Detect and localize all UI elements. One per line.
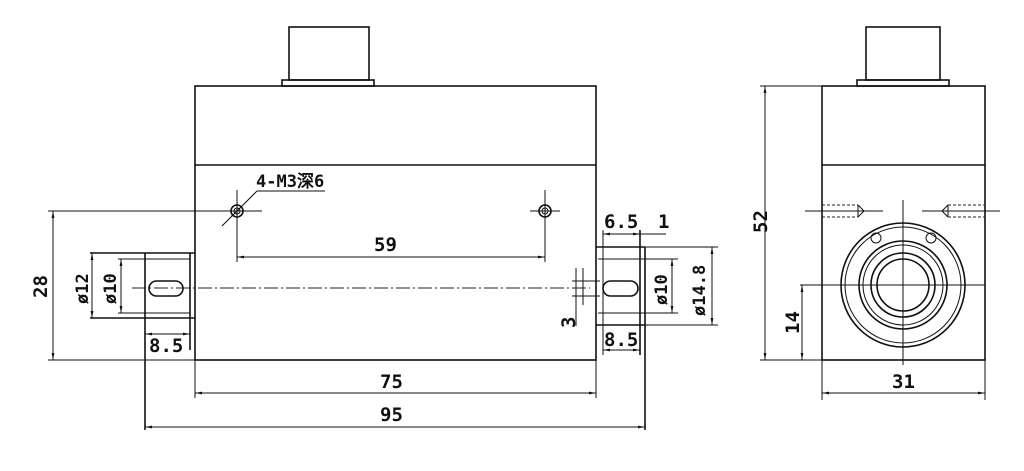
left-shaft	[90, 252, 195, 430]
side-connector	[865, 26, 941, 81]
dim-overall-length: 95	[380, 404, 403, 426]
mounting-hole-right	[530, 190, 560, 262]
threaded-hole-left	[805, 204, 883, 218]
front-view: 4-M3深6 59 28 ø12 ø10 8.5	[30, 26, 718, 430]
dim-left-shaft-length: 8.5	[149, 335, 183, 357]
dim-right-shaft-outer: ø14.8	[690, 265, 710, 316]
dim-hole-spacing: 59	[374, 234, 397, 256]
right-shaft	[596, 230, 718, 430]
dim-right-offset: 1	[658, 211, 669, 233]
shaft-flange-end-view	[800, 200, 985, 365]
dim-left-shaft-outer: ø12	[73, 273, 93, 304]
connector	[288, 26, 370, 81]
threaded-hole-right	[922, 204, 1000, 218]
dim-side-height: 52	[750, 210, 772, 233]
thread-leader	[221, 190, 258, 227]
dim-side-width: 31	[892, 371, 915, 393]
dim-height-28: 28	[30, 275, 52, 298]
thread-note: 4-M3深6	[256, 171, 324, 192]
left-keyway-slot	[148, 280, 184, 297]
dim-axis-height: 14	[782, 311, 804, 334]
dim-right-slot-length: 6.5	[604, 211, 638, 233]
connector-flange	[281, 79, 375, 87]
dim-body-length: 75	[380, 371, 403, 393]
dim-slot-width: 3	[558, 317, 580, 328]
side-view: 52 14 31	[750, 26, 1000, 400]
sensor-body	[194, 85, 597, 361]
dim-left-shaft-inner: ø10	[101, 273, 121, 304]
dim-right-shaft-length: 8.5	[604, 329, 638, 351]
dim-right-shaft-inner: ø10	[652, 274, 672, 305]
right-keyway-slot	[602, 280, 639, 297]
mounting-hole-left	[222, 190, 262, 262]
